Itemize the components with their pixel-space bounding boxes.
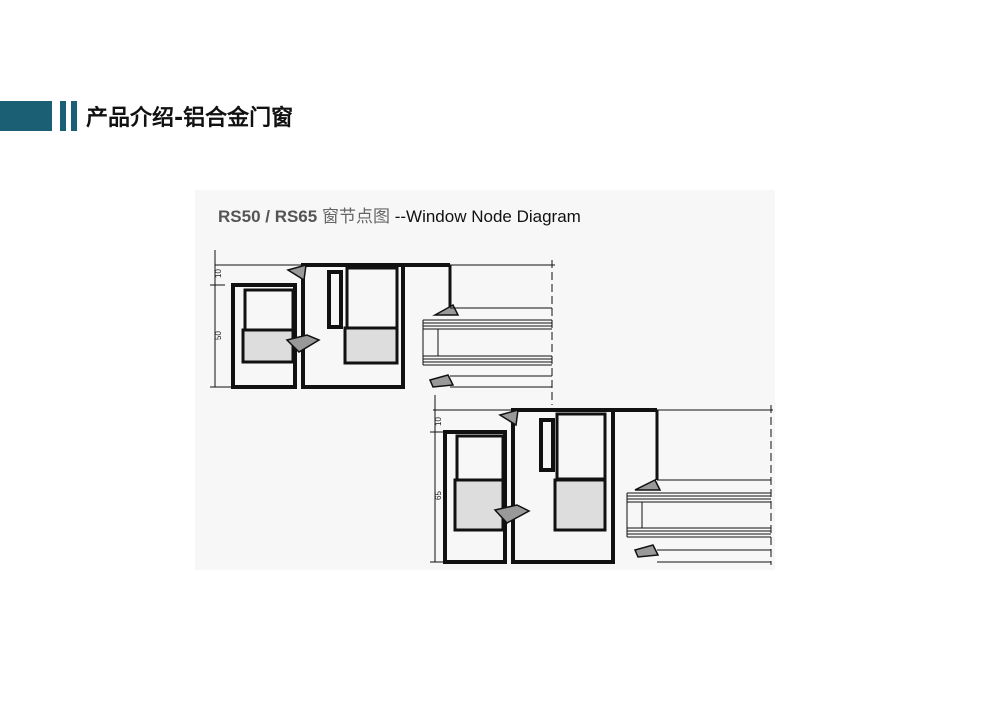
window-node-diagram: RS50 / RS65 窗节点图 --Window Node Diagram [195,190,775,570]
diagram-title-model: RS50 / RS65 [218,207,318,226]
rs50-dim-main: 50 [214,331,223,340]
rs65-section [430,395,773,565]
diagram-title-cn: 窗节点图 [321,207,390,226]
header-accent-bar [71,101,77,131]
header-accent-bar [60,101,66,131]
page-title: 产品介绍-铝合金门窗 [86,106,294,131]
diagram-title-en: --Window Node Diagram [394,207,581,226]
diagram-title: RS50 / RS65 窗节点图 --Window Node Diagram [218,202,581,227]
rs50-section [210,250,555,405]
header-accent-block [0,101,52,131]
section-drawings: 10 50 [210,250,773,565]
rs65-dim-main: 65 [434,491,443,500]
rs65-dim-top: 10 [434,417,443,426]
rs50-dim-top: 10 [214,269,223,278]
